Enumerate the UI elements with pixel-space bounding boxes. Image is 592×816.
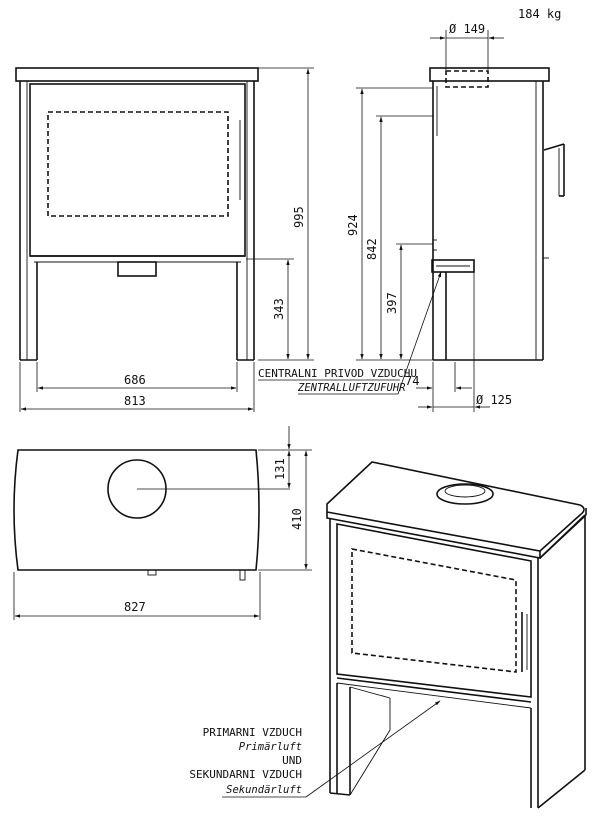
side-view <box>429 67 565 361</box>
dim-side-842-label: 842 <box>365 238 379 260</box>
dim-top-offset: 131 <box>258 426 312 489</box>
dim-total-height-label: 995 <box>292 206 306 228</box>
dim-side-397-label: 397 <box>385 292 399 314</box>
dim-flue-diameter-label: Ø 149 <box>449 22 485 36</box>
dim-top-offset-label: 131 <box>273 458 287 480</box>
top-view <box>13 449 290 581</box>
dim-door-bottom: 343 <box>246 258 294 360</box>
dim-inner-width-label: 686 <box>124 373 146 387</box>
central-air-label: CENTRALNI PRIVOD VZDUCHU ZENTRALLUFTZUFU… <box>258 271 442 395</box>
dim-side-924: 924 <box>346 87 433 361</box>
dim-top-width-label: 827 <box>124 600 146 614</box>
dim-flue-diameter: Ø 149 <box>430 22 504 70</box>
central-air-cz: CENTRALNI PRIVOD VZDUCHU <box>258 367 417 380</box>
dim-air-diameter: Ø 125 <box>418 272 512 412</box>
dim-front-width-label: 813 <box>124 394 146 408</box>
dim-door-bottom-label: 343 <box>272 298 286 320</box>
dim-side-924-label: 924 <box>346 214 360 236</box>
dim-offset-74: 74 <box>405 362 472 412</box>
dim-side-842: 842 <box>365 115 433 360</box>
und-label: UND <box>282 754 302 767</box>
dim-air-diameter-label: Ø 125 <box>476 393 512 407</box>
isometric-view <box>326 461 587 809</box>
dim-front-width: 813 <box>19 362 255 412</box>
dim-top-depth-label: 410 <box>290 508 304 530</box>
dim-top-width: 827 <box>13 572 261 620</box>
weight-label: 184 kg <box>518 7 561 21</box>
secondary-air-de: Sekundärluft <box>226 784 302 796</box>
dim-inner-width: 686 <box>36 362 238 392</box>
dim-total-height: 995 <box>258 67 314 361</box>
central-air-de: ZENTRALLUFTZUFUHR <box>297 382 405 394</box>
primary-air-cz: PRIMARNI VZDUCH <box>203 726 302 739</box>
dim-offset-74-label: 74 <box>405 374 419 388</box>
air-labels: PRIMARNI VZDUCH Primärluft UND SEKUNDARN… <box>189 700 441 798</box>
front-view <box>15 67 259 361</box>
primary-air-de: Primärluft <box>239 741 302 753</box>
dim-top-depth: 410 <box>258 450 312 571</box>
secondary-air-cz: SEKUNDARNI VZDUCH <box>189 768 302 781</box>
dim-side-397: 397 <box>385 243 433 360</box>
